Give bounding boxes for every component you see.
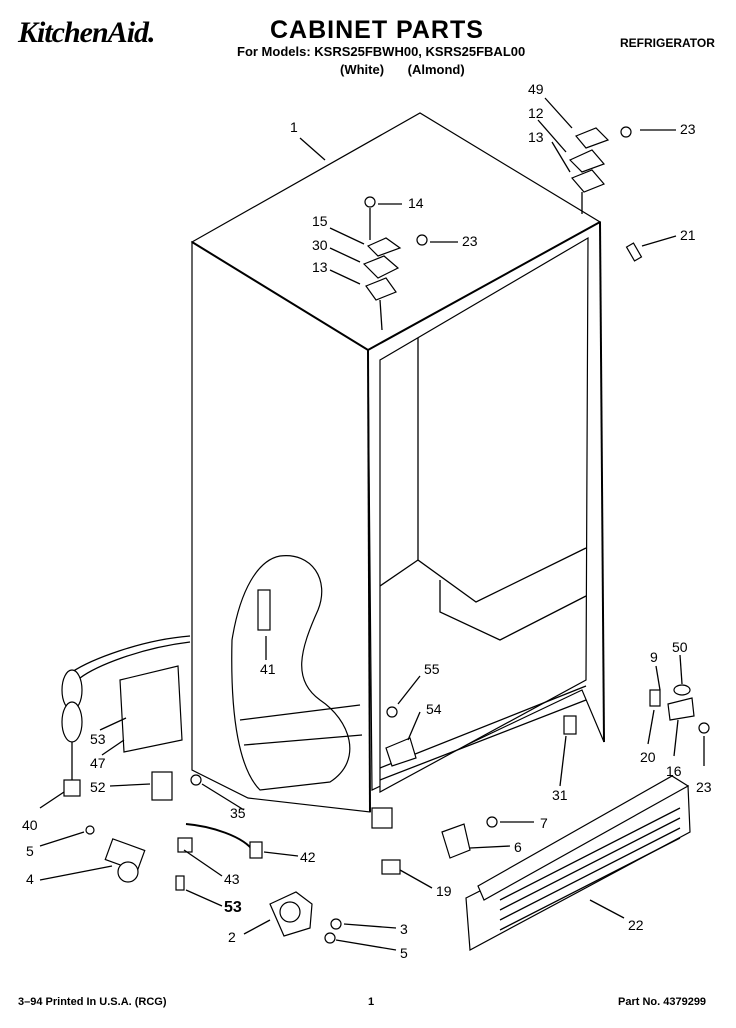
callout-40: 40 [22,817,38,833]
callout-43: 43 [224,871,240,887]
callout-14: 14 [408,195,424,211]
callout-2: 2 [228,929,236,945]
callout-49: 49 [528,81,544,97]
callout-31: 31 [552,787,568,803]
callout-22: 22 [628,917,644,933]
footer-part-number: Part No. 4379299 [618,996,707,1008]
callout-35: 35 [230,805,246,821]
callout-23-top-right: 23 [680,121,696,137]
callout-labels: 1 49 12 13 23 14 15 30 13 23 21 41 9 50 … [22,81,712,961]
callout-53-left: 53 [90,731,106,747]
colors-line: (White) (Almond) [340,62,465,77]
callout-12: 12 [528,105,544,121]
cabinet-body [190,112,605,829]
callout-4: 4 [26,871,34,887]
rear-roller-assembly [85,823,263,891]
callout-5-bottom: 5 [400,945,408,961]
callout-20: 20 [640,749,656,765]
leader-lines [39,97,705,951]
callout-55: 55 [424,661,440,677]
callout-6: 6 [514,839,522,855]
callout-3: 3 [400,921,408,937]
page-title: CABINET PARTS [270,16,484,44]
callout-21: 21 [680,227,696,243]
brand-logo: KitchenAid. [18,16,156,49]
right-side-parts [381,684,710,875]
callout-54: 54 [426,701,442,717]
callout-15: 15 [312,213,328,229]
callout-47: 47 [90,755,106,771]
callout-30: 30 [312,237,328,253]
footer-page-number: 1 [368,996,375,1008]
callout-9: 9 [650,649,658,665]
callout-50: 50 [672,639,688,655]
toe-grille-22 [465,775,691,951]
models-line: For Models: KSRS25FBWH00, KSRS25FBAL00 [237,44,526,59]
top-hinge-right [568,126,632,214]
front-roller-assembly [269,891,342,944]
callout-23-right: 23 [696,779,712,795]
callout-13-top-left: 13 [312,259,328,275]
callout-41: 41 [260,661,276,677]
callout-53-bottom: 53 [224,899,242,916]
callout-1: 1 [290,119,298,135]
category-label: REFRIGERATOR [620,36,715,50]
footer-printed: 3–94 Printed In U.S.A. (RCG) [18,996,167,1008]
callout-13-top-right: 13 [528,129,544,145]
callout-19: 19 [436,883,452,899]
callout-52: 52 [90,779,106,795]
callout-5-left: 5 [26,843,34,859]
callout-7: 7 [540,815,548,831]
callout-16: 16 [666,763,682,779]
top-hinge-left [362,196,428,331]
callout-23-top-left: 23 [462,233,478,249]
part-21 [625,242,643,262]
power-cord-assembly [61,635,202,801]
callout-42: 42 [300,849,316,865]
